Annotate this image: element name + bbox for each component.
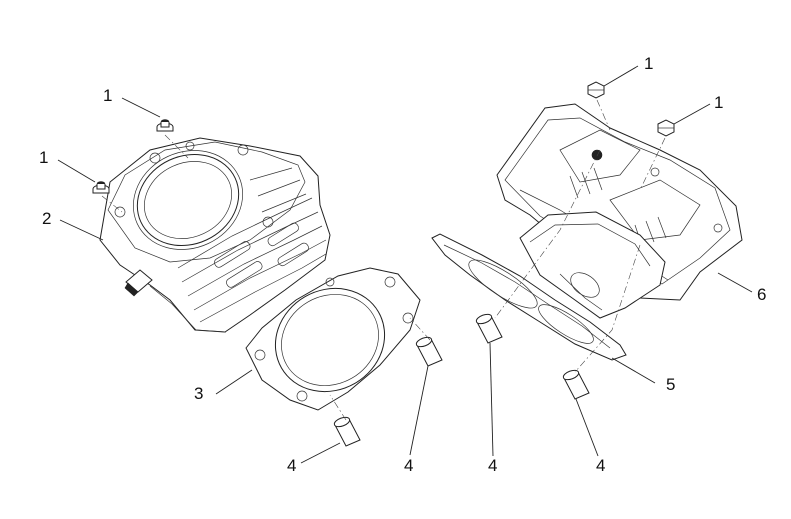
callout-3-gasket: 3 — [194, 384, 203, 403]
center-lines — [101, 99, 666, 421]
callout-4-bush-a: 4 — [287, 456, 296, 475]
stud-nut-4 — [657, 119, 675, 137]
callout-1-nut-right-a: 1 — [644, 54, 653, 73]
leader-lines — [57, 65, 753, 464]
dowel-bush-2 — [415, 336, 443, 367]
stud-nut-3 — [587, 81, 605, 99]
cylinder-left — [99, 137, 331, 333]
dowel-bush-3 — [475, 313, 503, 344]
callout-4-bush-d: 4 — [596, 456, 605, 475]
callout-6-cylinder: 6 — [757, 285, 766, 304]
callout-4-bush-c: 4 — [488, 456, 497, 475]
gasket-right — [431, 233, 627, 361]
gasket-left — [245, 267, 421, 411]
stud-nut-1 — [156, 119, 174, 132]
dowel-bush-1 — [333, 416, 361, 447]
callout-labels: 1 1 1 1 2 3 4 4 4 4 5 6 — [39, 54, 766, 475]
callout-5-gasket: 5 — [666, 375, 675, 394]
callout-2-cylinder: 2 — [42, 209, 51, 228]
stud-nut-2 — [92, 181, 110, 194]
cylinder-right — [496, 103, 743, 319]
dowel-bush-4 — [562, 369, 590, 400]
callout-1-nut-side: 1 — [39, 148, 48, 167]
callout-4-bush-b: 4 — [404, 456, 413, 475]
callout-1-nut-top: 1 — [103, 86, 112, 105]
callout-1-nut-right-b: 1 — [714, 93, 723, 112]
